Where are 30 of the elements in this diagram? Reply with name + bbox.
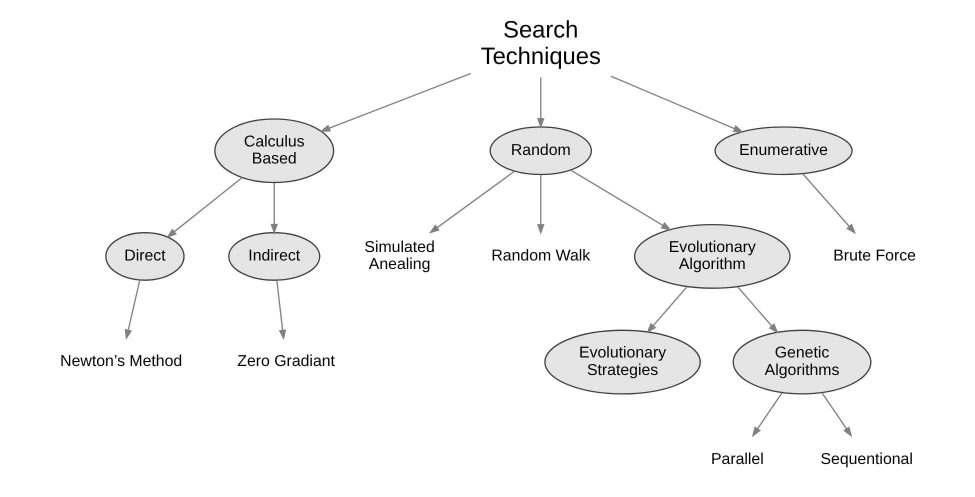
node-ellipse: Genetic Algorithms — [732, 330, 871, 395]
arrow — [802, 173, 856, 234]
arrow — [276, 280, 286, 340]
arrow — [270, 182, 278, 234]
arrow — [646, 286, 687, 334]
node-text: Search Techniques — [480, 16, 600, 70]
node-ellipse: Random — [489, 126, 592, 176]
node-text: Simulated Anealing — [364, 238, 434, 274]
node-text: Brute Force — [832, 248, 916, 265]
node-text: Sequentional — [820, 450, 912, 468]
node-ellipse: Calculus Based — [214, 118, 334, 184]
node-ellipse: Evolutionary Strategies — [544, 330, 700, 395]
arrow — [166, 177, 242, 238]
node-text: Random Walk — [490, 248, 590, 265]
node-text: Parallel — [710, 450, 764, 468]
arrow — [536, 174, 544, 235]
arrow — [570, 169, 672, 231]
arrow — [319, 72, 470, 132]
arrow — [821, 392, 852, 438]
node-ellipse: Indirect — [228, 232, 320, 281]
arrow — [610, 76, 744, 133]
node-ellipse: Direct — [104, 232, 184, 281]
arrow — [751, 392, 782, 438]
node-text: Zero Gradiant — [236, 353, 334, 370]
arrow — [124, 280, 140, 340]
arrow — [428, 170, 514, 234]
node-text: Newton’s Method — [60, 353, 182, 370]
arrow — [536, 77, 544, 129]
arrow — [736, 286, 778, 334]
node-ellipse: Evolutionary Algorithm — [633, 224, 790, 289]
